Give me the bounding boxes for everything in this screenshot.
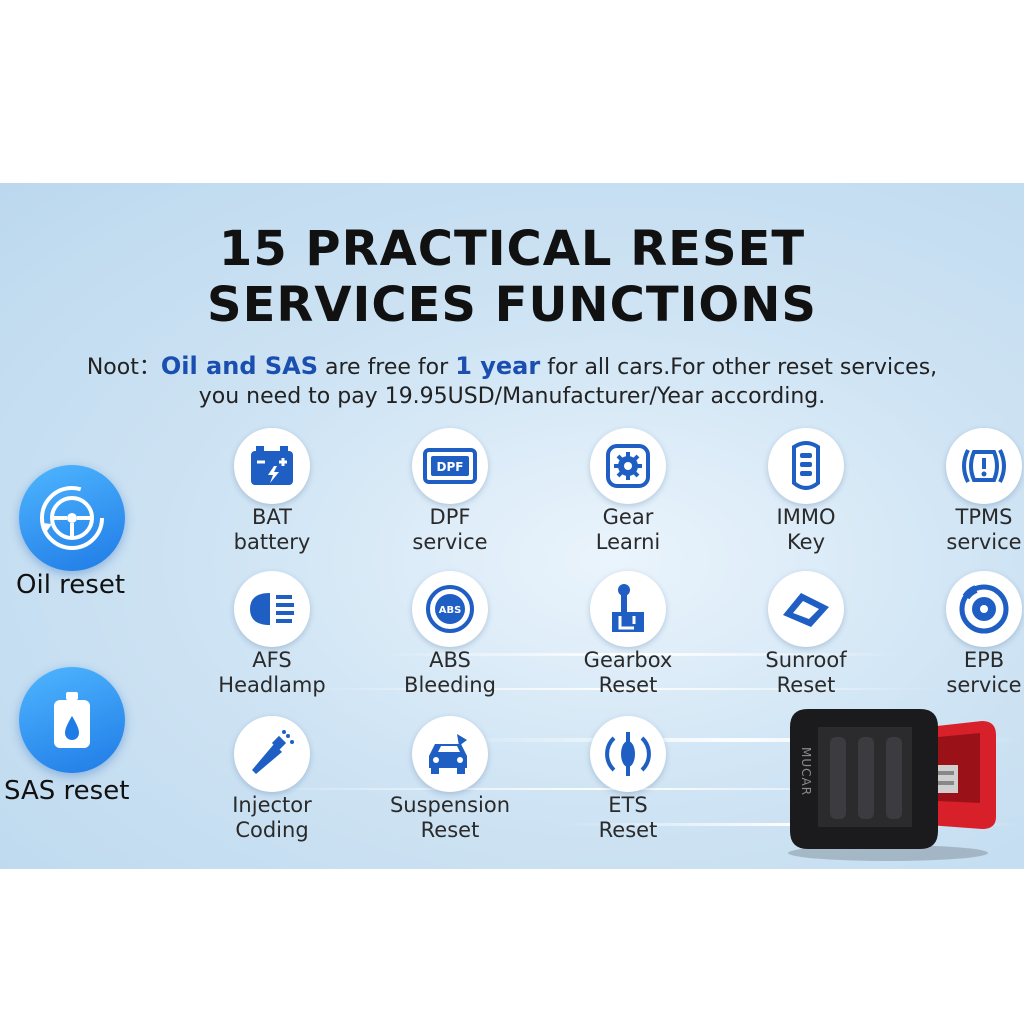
dpf-icon: DPF [423,448,477,484]
svg-text:DPF: DPF [437,460,464,474]
oil-reset-label: Oil reset [16,570,126,600]
light-streak [300,688,940,690]
title-line-1: 15 PRACTICAL RESET [218,221,806,277]
throttle-icon [605,732,651,776]
gearbox-icon [612,584,644,632]
afs-headlamp-button[interactable] [234,571,310,647]
gearbox-reset-button[interactable] [590,571,666,647]
injector-coding-button[interactable] [234,716,310,792]
sas-reset-label: SAS reset [4,776,130,806]
pricing-note-line-2: you need to pay 19.95USD/Manufacturer/Ye… [198,384,826,409]
steering-wheel-icon [40,486,104,550]
car-key-icon [792,441,820,490]
gear-learning-button[interactable] [590,428,666,504]
abs-bleeding-button[interactable]: ABS [412,571,488,647]
sas-reset-button[interactable] [19,667,125,773]
headlamp-icon [250,593,294,625]
oil-jerrycan-icon [54,692,90,748]
note-text: for all cars.For other reset services, [540,355,938,380]
title-line-2: SERVICES FUNCTIONS [207,277,817,333]
svg-text:ABS: ABS [439,605,462,616]
light-streak [450,738,1024,742]
tire-pressure-icon [962,449,1006,483]
dpf-service-button[interactable]: DPF [412,428,488,504]
injector-icon [252,730,294,774]
sunroof-reset-button[interactable] [768,571,844,647]
note-prefix: Noot： [86,355,161,380]
epb-service-button[interactable] [946,571,1022,647]
tpms-service-button[interactable] [946,428,1022,504]
obd-device-image: MUCAR [788,709,996,861]
pricing-note-line-1: Noot：Oil and SAS are free for 1 year for… [0,349,1024,381]
bat-battery-button[interactable] [234,428,310,504]
oil-reset-button[interactable] [19,465,125,571]
note-text: are free for [318,355,456,380]
note-highlight-oil-sas: Oil and SAS [160,352,318,380]
brake-disc-icon [959,584,1009,634]
promo-banner: 15 PRACTICAL RESET SERVICES FUNCTIONS No… [0,183,1024,869]
abs-icon: ABS [426,585,474,633]
light-streak [380,653,900,656]
device-brand-text: MUCAR [799,747,813,796]
suspension-icon [429,734,467,774]
sunroof-icon [783,593,829,627]
light-streak [250,788,970,790]
ets-reset-button[interactable] [590,716,666,792]
gear-icon [606,444,650,488]
suspension-reset-button[interactable] [412,716,488,792]
immo-key-button[interactable] [768,428,844,504]
battery-icon [251,446,293,485]
note-highlight-1-year: 1 year [455,352,541,380]
